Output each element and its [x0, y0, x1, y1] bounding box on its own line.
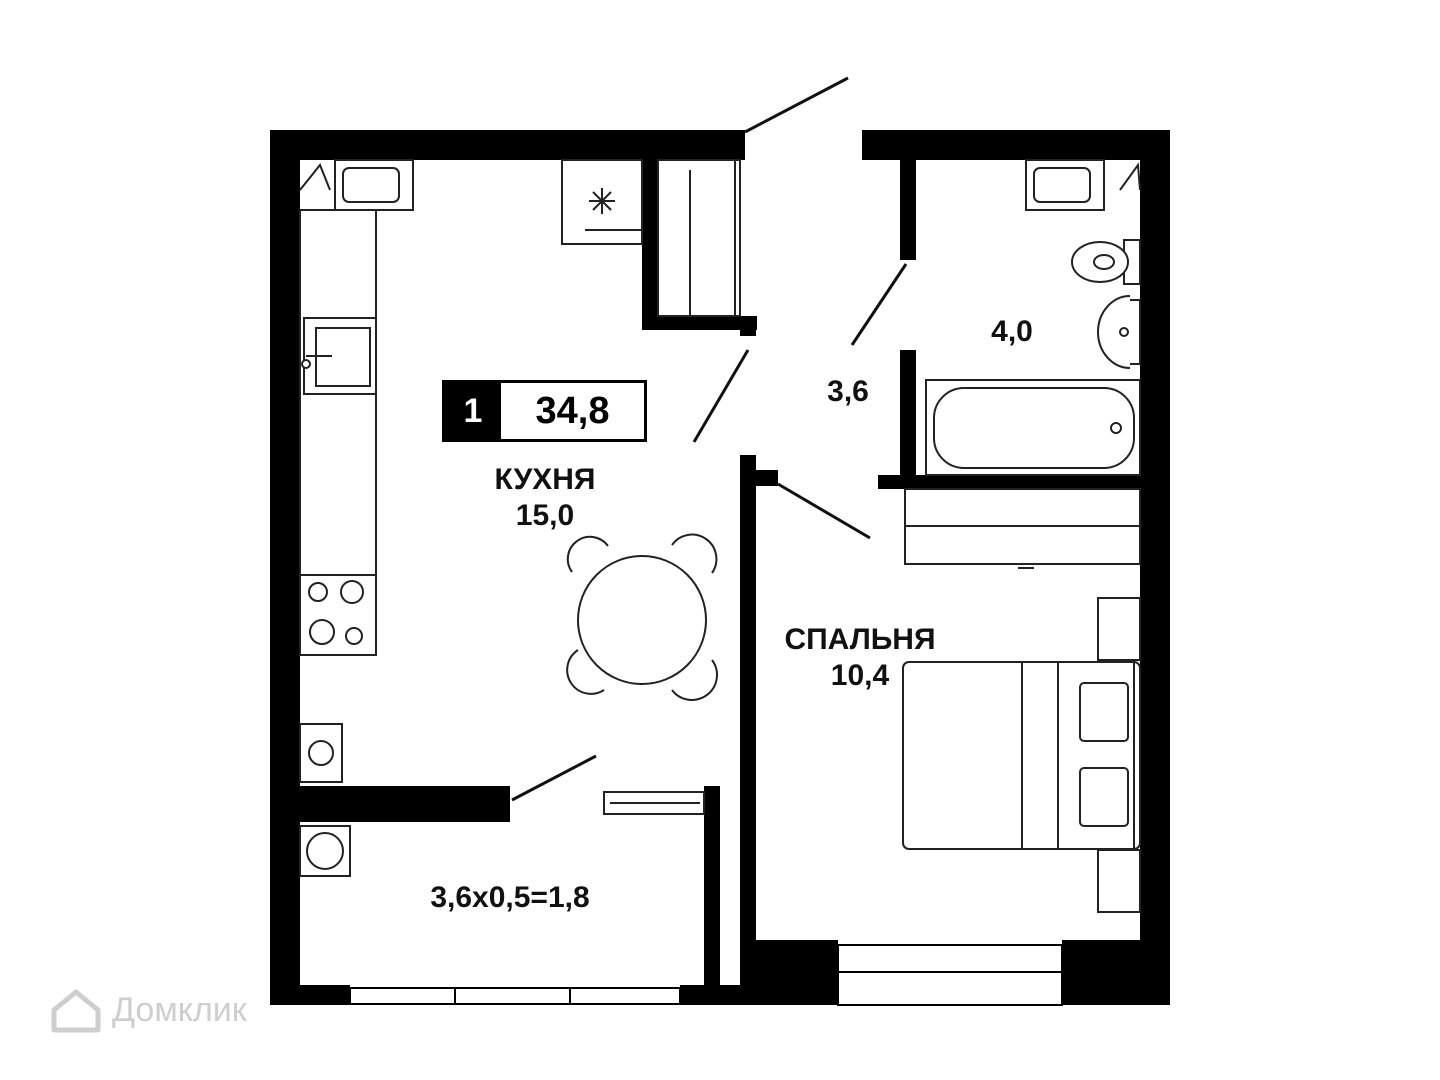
kitchen-sink [301, 317, 377, 395]
house-logo-icon [51, 989, 101, 1033]
balcony-drum [299, 825, 351, 877]
kitchen-name: КУХНЯ [494, 463, 596, 496]
door-entrance [744, 76, 849, 134]
wall-top-left [270, 130, 745, 160]
wall-bottom-right-b [1062, 940, 1170, 1005]
door-bathroom [850, 263, 908, 346]
door-bedroom [777, 482, 871, 540]
apartment-summary-badge: 1 34,8 [442, 380, 647, 442]
bedroom-name: СПАЛЬНЯ [784, 623, 936, 656]
wall-center-upper [740, 316, 756, 336]
washer [299, 723, 343, 783]
nightstand-bottom [1097, 849, 1141, 913]
wall-bottom-left-b [680, 985, 755, 1005]
kitchen-radiator [299, 159, 414, 211]
door-balcony [511, 754, 597, 802]
door-kitchen [692, 349, 750, 443]
window-balcony [349, 987, 681, 1005]
bathroom-area: 4,0 [991, 315, 1033, 348]
walls [270, 130, 1170, 1005]
room-count: 1 [445, 383, 501, 439]
hall-area: 3,6 [827, 375, 869, 408]
window-bedroom [837, 944, 1063, 1006]
wall-closet-left [642, 160, 658, 330]
furniture [299, 159, 1141, 913]
wardrobe-closet [657, 159, 741, 317]
watermark-text: Домклик [112, 990, 247, 1029]
wall-right [1140, 130, 1170, 1005]
nightstand-top [1097, 597, 1141, 661]
windows [349, 944, 1063, 1006]
wall-bottom-left-a [270, 985, 350, 1005]
wall-bath-left-upper [900, 160, 916, 260]
wall-balcony-top [300, 786, 510, 822]
kitchen-label: КУХНЯ 15,0 [470, 462, 620, 534]
wall-bath-bottom [878, 475, 1140, 489]
toilet [1071, 239, 1141, 285]
wall-balcony-right [704, 786, 720, 986]
bathroom-radiator [1025, 159, 1141, 211]
double-bed [902, 661, 1141, 850]
watermark: Домклик [48, 986, 247, 1034]
total-area: 34,8 [501, 383, 644, 439]
washbasin [1097, 295, 1141, 369]
boiler [561, 159, 643, 245]
wall-top-right [862, 130, 1170, 160]
balcony-shelf [603, 791, 705, 815]
wall-center-lower [740, 455, 756, 1005]
wall-bottom-right-a [740, 940, 838, 1005]
balcony-area: 3,6х0,5=1,8 [430, 881, 590, 914]
wall-left [270, 130, 300, 1005]
bedroom-area: 10,4 [830, 659, 890, 692]
doors [511, 76, 908, 802]
bedroom-wardrobe [904, 488, 1141, 569]
kitchen-area: 15,0 [515, 499, 575, 532]
bedroom-label: СПАЛЬНЯ 10,4 [770, 622, 950, 694]
bathtub [925, 379, 1141, 476]
wall-bath-left-lower [900, 350, 916, 485]
dining-table [566, 533, 718, 701]
wall-closet-bottom [642, 316, 757, 330]
wall-bedroom-top-stub [756, 470, 778, 486]
stove [299, 574, 377, 656]
